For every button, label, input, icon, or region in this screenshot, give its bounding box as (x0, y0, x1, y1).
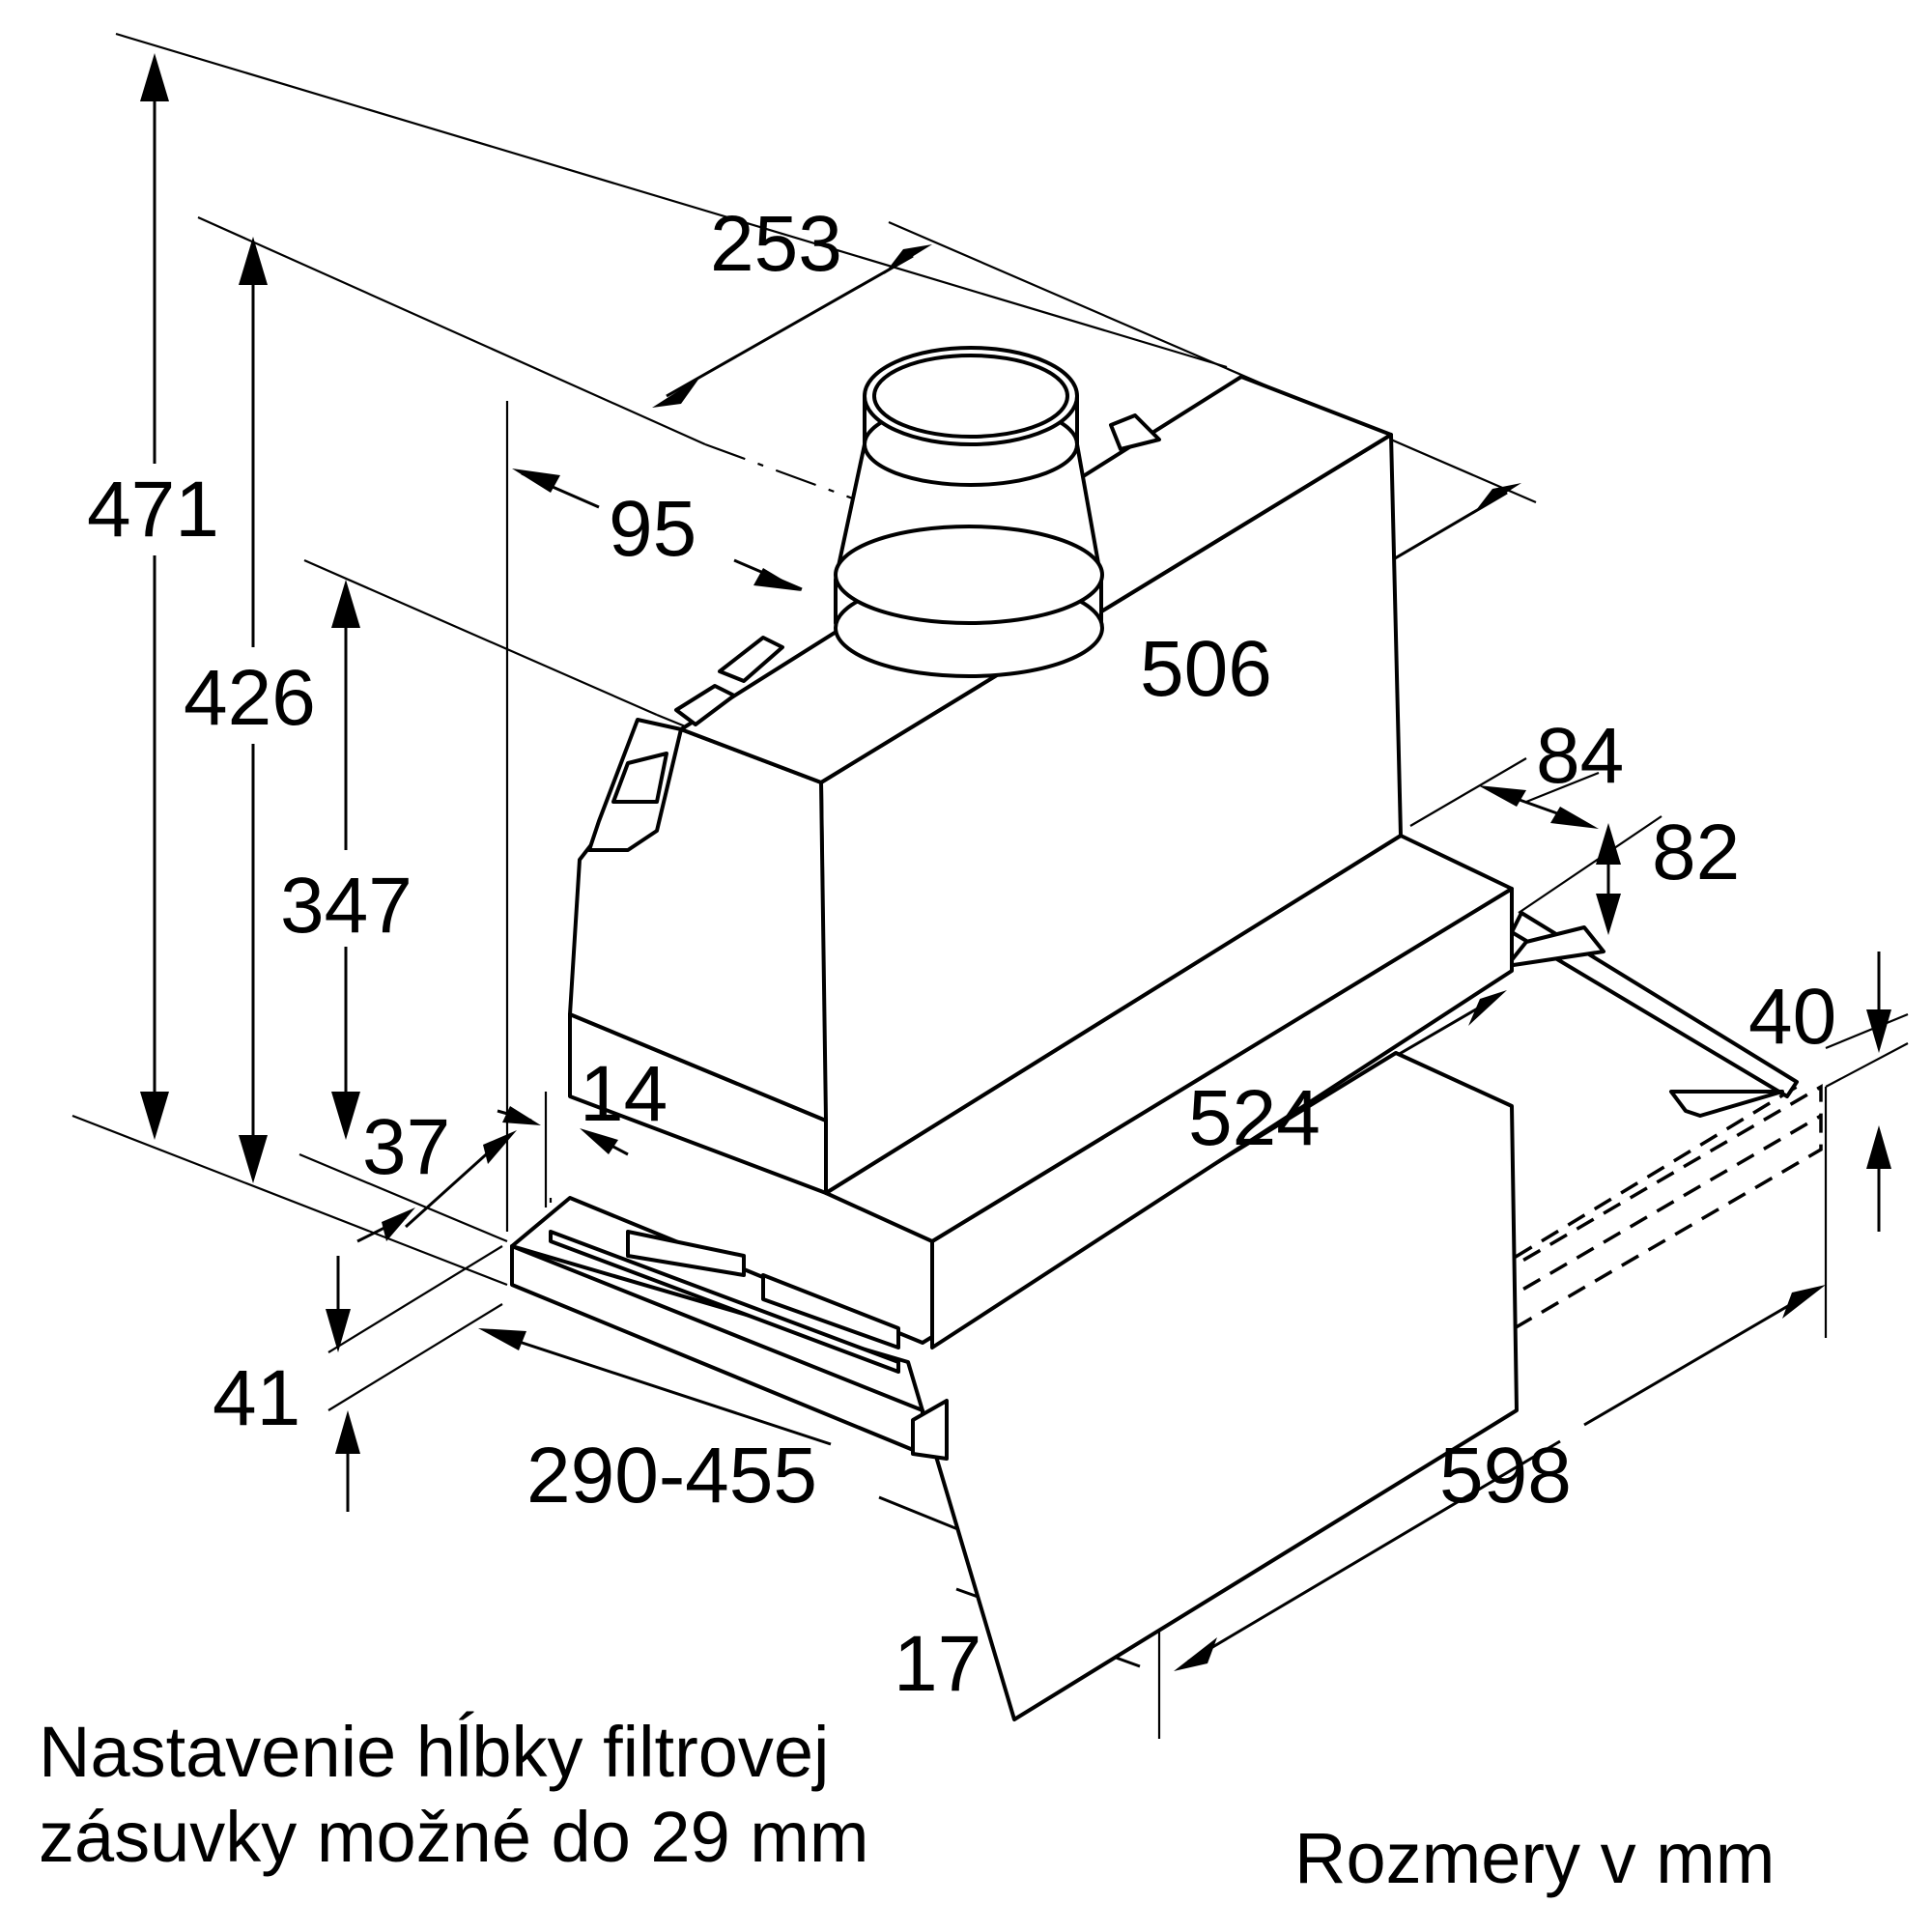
dim-471: 471 (87, 466, 219, 554)
depth-adjustment-note: Nastavenie hĺbky filtrovej zásuvky možné… (39, 1710, 869, 1880)
dim-426: 426 (184, 654, 316, 742)
damper-bracket (674, 684, 736, 726)
dim-598: 598 (1439, 1432, 1572, 1520)
drawer-trim (911, 1399, 949, 1461)
dim-506: 506 (1140, 625, 1272, 713)
dim-95: 95 (609, 485, 696, 573)
dim-17: 17 (894, 1620, 981, 1708)
dim-37: 37 (362, 1103, 450, 1191)
depth-note-line-1: Nastavenie hĺbky filtrovej (39, 1712, 830, 1792)
slide-rail (1510, 911, 1799, 1098)
dim-524: 524 (1188, 1074, 1321, 1162)
dim-40: 40 (1748, 973, 1836, 1061)
dim-347: 347 (280, 862, 412, 950)
exhaust-collar (834, 346, 1104, 678)
drawer-grip (761, 1273, 900, 1350)
dim-84: 84 (1536, 712, 1624, 800)
slide-rail (1669, 1090, 1784, 1118)
dim-14: 14 (580, 1050, 668, 1138)
dim-290-455: 290-455 (526, 1432, 817, 1520)
depth-note-line-2: zásuvky možné do 29 mm (39, 1797, 869, 1877)
drawer-grip (626, 1230, 746, 1277)
dimension-labels: 471 426 347 253 95 506 84 82 40 524 14 3… (87, 200, 1836, 1708)
dim-82: 82 (1652, 809, 1740, 896)
dim-253: 253 (710, 200, 842, 288)
damper-bracket (611, 752, 668, 804)
damper-bracket (718, 636, 784, 683)
drawer-grip (549, 1230, 900, 1374)
damper-bracket (1109, 413, 1161, 451)
hood-drawing (510, 346, 1823, 1721)
units-note: Rozmery v mm (1294, 1818, 1776, 1898)
dim-41: 41 (213, 1354, 300, 1442)
